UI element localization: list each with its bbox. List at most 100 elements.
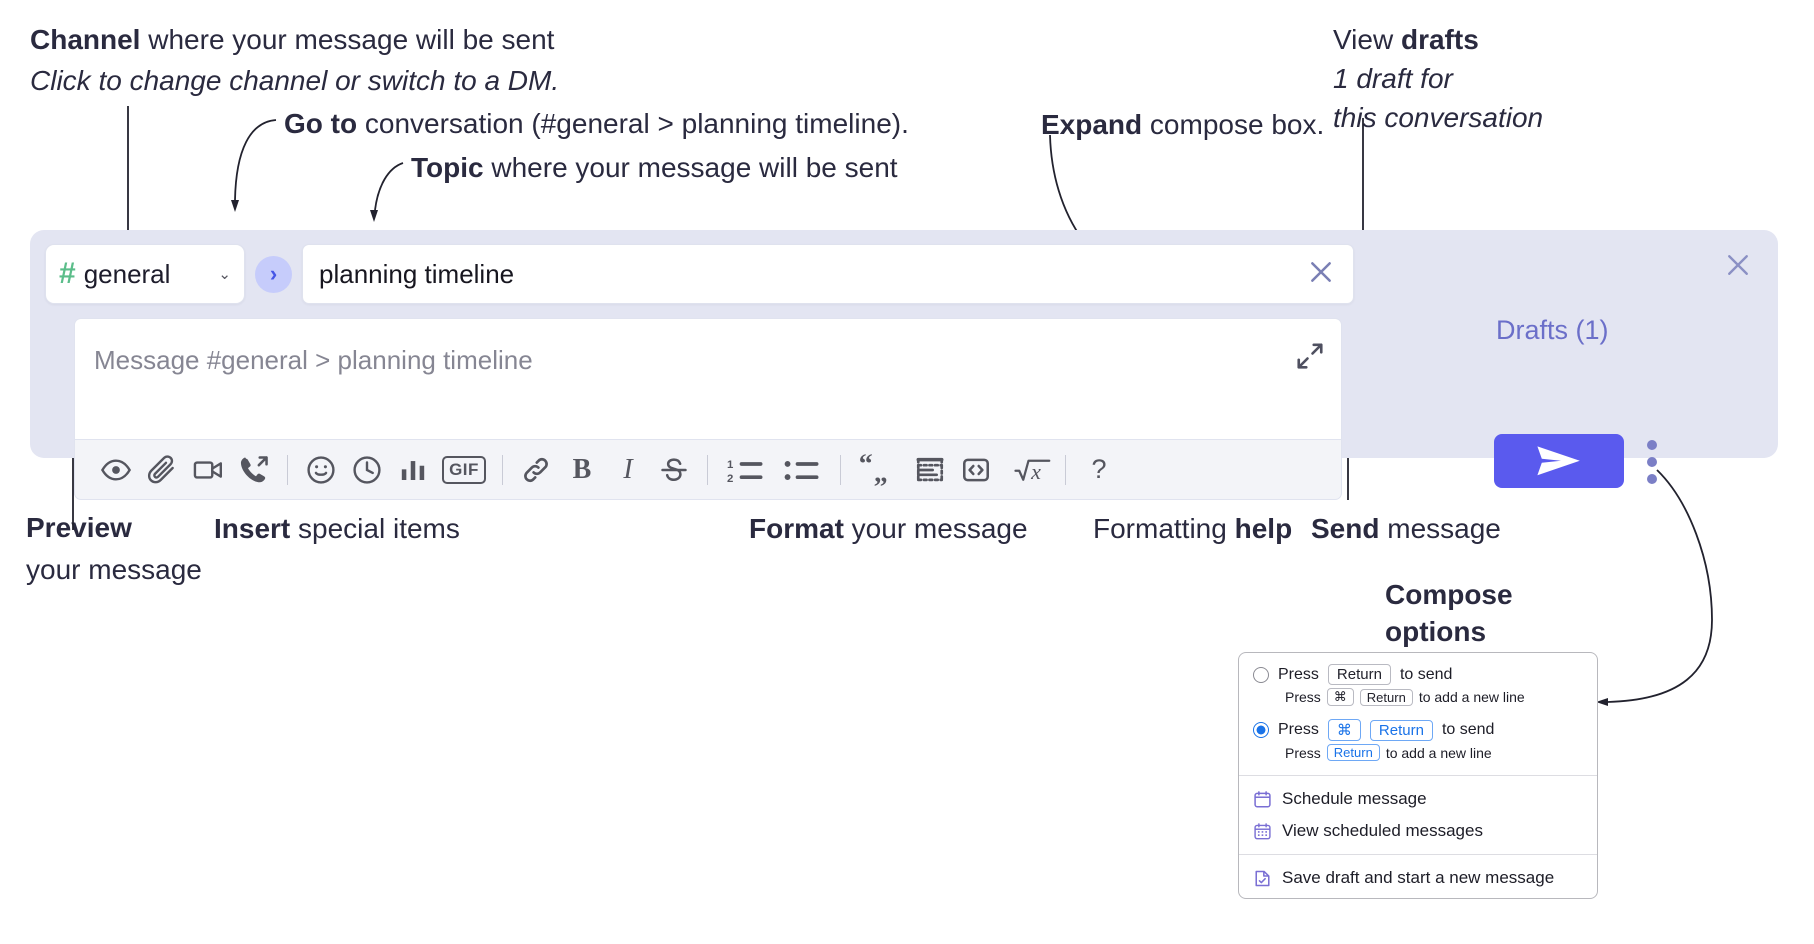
expand-compose-icon[interactable] xyxy=(1295,341,1325,376)
option2-pre: Press xyxy=(1278,721,1319,738)
option1-pre: Press xyxy=(1278,665,1319,683)
message-placeholder: Message #general > planning timeline xyxy=(94,345,533,375)
latex-icon[interactable]: x xyxy=(999,447,1055,493)
channel-name-label: general xyxy=(83,258,171,289)
bold-icon[interactable]: B xyxy=(559,447,605,493)
compose-header: # general ⌄ › planning timeline xyxy=(45,244,1354,304)
annotation-format: Format your message xyxy=(749,511,1028,547)
annotation-topic-bold: Topic xyxy=(411,152,484,183)
italic-letter: I xyxy=(623,453,633,485)
annotation-send-bold: Send xyxy=(1311,513,1380,544)
annotation-insert-rest: special items xyxy=(290,513,460,544)
option1-sub-key-cmd: ⌘ xyxy=(1326,688,1354,706)
menu-item-schedule-message[interactable]: Schedule message xyxy=(1239,783,1597,815)
gif-label: GIF xyxy=(442,455,486,484)
menu-item-label: Schedule message xyxy=(1282,789,1427,808)
toolbar-divider-1 xyxy=(287,454,288,485)
formatting-help-icon[interactable]: ? xyxy=(1076,447,1122,493)
huddle-phone-icon[interactable] xyxy=(231,447,277,493)
option2-key-return: Return xyxy=(1369,719,1433,741)
menu-item-view-scheduled-messages[interactable]: View scheduled messages xyxy=(1239,815,1597,847)
option1-key-return: Return xyxy=(1327,664,1391,685)
option1-sub-key-return: Return xyxy=(1359,688,1413,706)
topic-value: planning timeline xyxy=(319,258,515,289)
chevron-right-icon: › xyxy=(269,261,278,286)
poll-bars-icon[interactable] xyxy=(390,447,436,493)
italic-icon[interactable]: I xyxy=(605,447,651,493)
annotation-preview: Preview your message xyxy=(26,510,202,588)
attach-clip-icon[interactable] xyxy=(139,447,185,493)
radio-selected-icon[interactable] xyxy=(1253,722,1269,738)
save-draft-icon xyxy=(1253,869,1272,888)
menu-option-return-to-send[interactable]: Press Return to send xyxy=(1239,658,1597,687)
close-compose-button[interactable] xyxy=(1723,250,1753,285)
annotation-help-plain: Formatting xyxy=(1093,513,1235,544)
send-button[interactable] xyxy=(1494,434,1624,488)
annotation-insert: Insert special items xyxy=(214,511,460,547)
bulleted-list-icon[interactable] xyxy=(774,447,830,493)
video-camera-icon[interactable] xyxy=(185,447,231,493)
send-paper-plane-icon xyxy=(1537,446,1580,476)
menu-option-cmd-return-sub: Press Return to add a new line xyxy=(1239,743,1597,768)
annotation-topic: Topic where your message will be sent xyxy=(411,150,898,186)
compose-box: # general ⌄ › planning timeline Message … xyxy=(30,230,1778,500)
menu-item-label: Save draft and start a new message xyxy=(1282,868,1555,887)
clear-topic-button[interactable] xyxy=(1305,256,1337,293)
option1-post: to send xyxy=(1399,665,1453,683)
kebab-dot-1 xyxy=(1647,440,1657,450)
preview-eye-icon[interactable] xyxy=(93,447,139,493)
calendar-icon xyxy=(1253,790,1272,809)
annotation-insert-bold: Insert xyxy=(214,513,291,544)
code-block-icon[interactable] xyxy=(907,447,953,493)
ordered-list-icon[interactable]: 1 2 xyxy=(718,447,774,493)
annotation-send-rest: message xyxy=(1379,513,1501,544)
channel-selector[interactable]: # general ⌄ xyxy=(45,244,245,304)
annotation-compose-options-bold2: options xyxy=(1385,616,1487,648)
strikethrough-icon[interactable] xyxy=(651,447,697,493)
annotation-compose-options-bold1: Compose xyxy=(1385,579,1513,610)
svg-text:2: 2 xyxy=(727,473,733,485)
blockquote-icon[interactable]: “ „ xyxy=(851,447,907,493)
message-input[interactable]: Message #general > planning timeline xyxy=(74,318,1342,440)
go-to-conversation-button[interactable]: › xyxy=(255,255,292,293)
compose-options-menu: Press Return to send Press ⌘ Return to a… xyxy=(1238,652,1598,899)
emoji-icon[interactable] xyxy=(298,447,344,493)
menu-option-cmd-return-to-send[interactable]: Press ⌘ Return to send xyxy=(1239,713,1597,743)
annotation-help: Formatting help xyxy=(1093,511,1292,547)
annotation-goto-rest: conversation (#general > planning timeli… xyxy=(357,108,909,139)
annotation-topic-rest: where your message will be sent xyxy=(483,152,898,183)
drafts-link[interactable]: Drafts (1) xyxy=(1496,315,1609,346)
annotation-drafts-italic2: this conversation xyxy=(1333,101,1544,133)
annotation-goto: Go to conversation (#general > planning … xyxy=(284,106,909,142)
annotation-expand: Expand compose box. xyxy=(1041,107,1324,143)
option1-sub-post: to add a new line xyxy=(1418,689,1525,705)
code-icon[interactable] xyxy=(953,447,999,493)
kebab-dot-2 xyxy=(1647,457,1657,467)
topic-input[interactable]: planning timeline xyxy=(302,244,1354,304)
menu-item-save-draft[interactable]: Save draft and start a new message xyxy=(1239,862,1597,898)
toolbar-divider-3 xyxy=(707,454,708,485)
annotation-channel-italic: Click to change channel or switch to a D… xyxy=(30,64,560,96)
toolbar-divider-5 xyxy=(1065,454,1066,485)
annotation-channel-bold: Channel xyxy=(30,24,141,55)
menu-item-label: View scheduled messages xyxy=(1282,821,1483,840)
gif-icon[interactable]: GIF xyxy=(436,447,492,493)
annotation-help-bold: help xyxy=(1234,513,1293,544)
drafts-label: Drafts (1) xyxy=(1496,315,1609,345)
radio-unselected-icon[interactable] xyxy=(1253,666,1269,683)
menu-option-return-sub: Press ⌘ Return to add a new line xyxy=(1239,687,1597,713)
annotation-expand-rest: compose box. xyxy=(1142,109,1325,140)
annotation-drafts: View drafts 1 draft for this conversatio… xyxy=(1333,22,1543,135)
annotation-drafts-plain: View xyxy=(1333,24,1401,55)
compose-options-button[interactable] xyxy=(1647,440,1657,484)
link-icon[interactable] xyxy=(513,447,559,493)
formatting-toolbar: GIF B I 1 2 xyxy=(74,440,1342,500)
option2-key-cmd: ⌘ xyxy=(1327,719,1361,741)
menu-divider-1 xyxy=(1239,775,1597,776)
annotation-drafts-bold: drafts xyxy=(1400,24,1479,55)
annotation-expand-bold: Expand xyxy=(1041,109,1143,140)
annotation-goto-bold: Go to xyxy=(284,108,358,139)
chevron-down-icon: ⌄ xyxy=(218,266,231,283)
clock-icon[interactable] xyxy=(344,447,390,493)
option2-sub-post: to add a new line xyxy=(1385,744,1492,761)
